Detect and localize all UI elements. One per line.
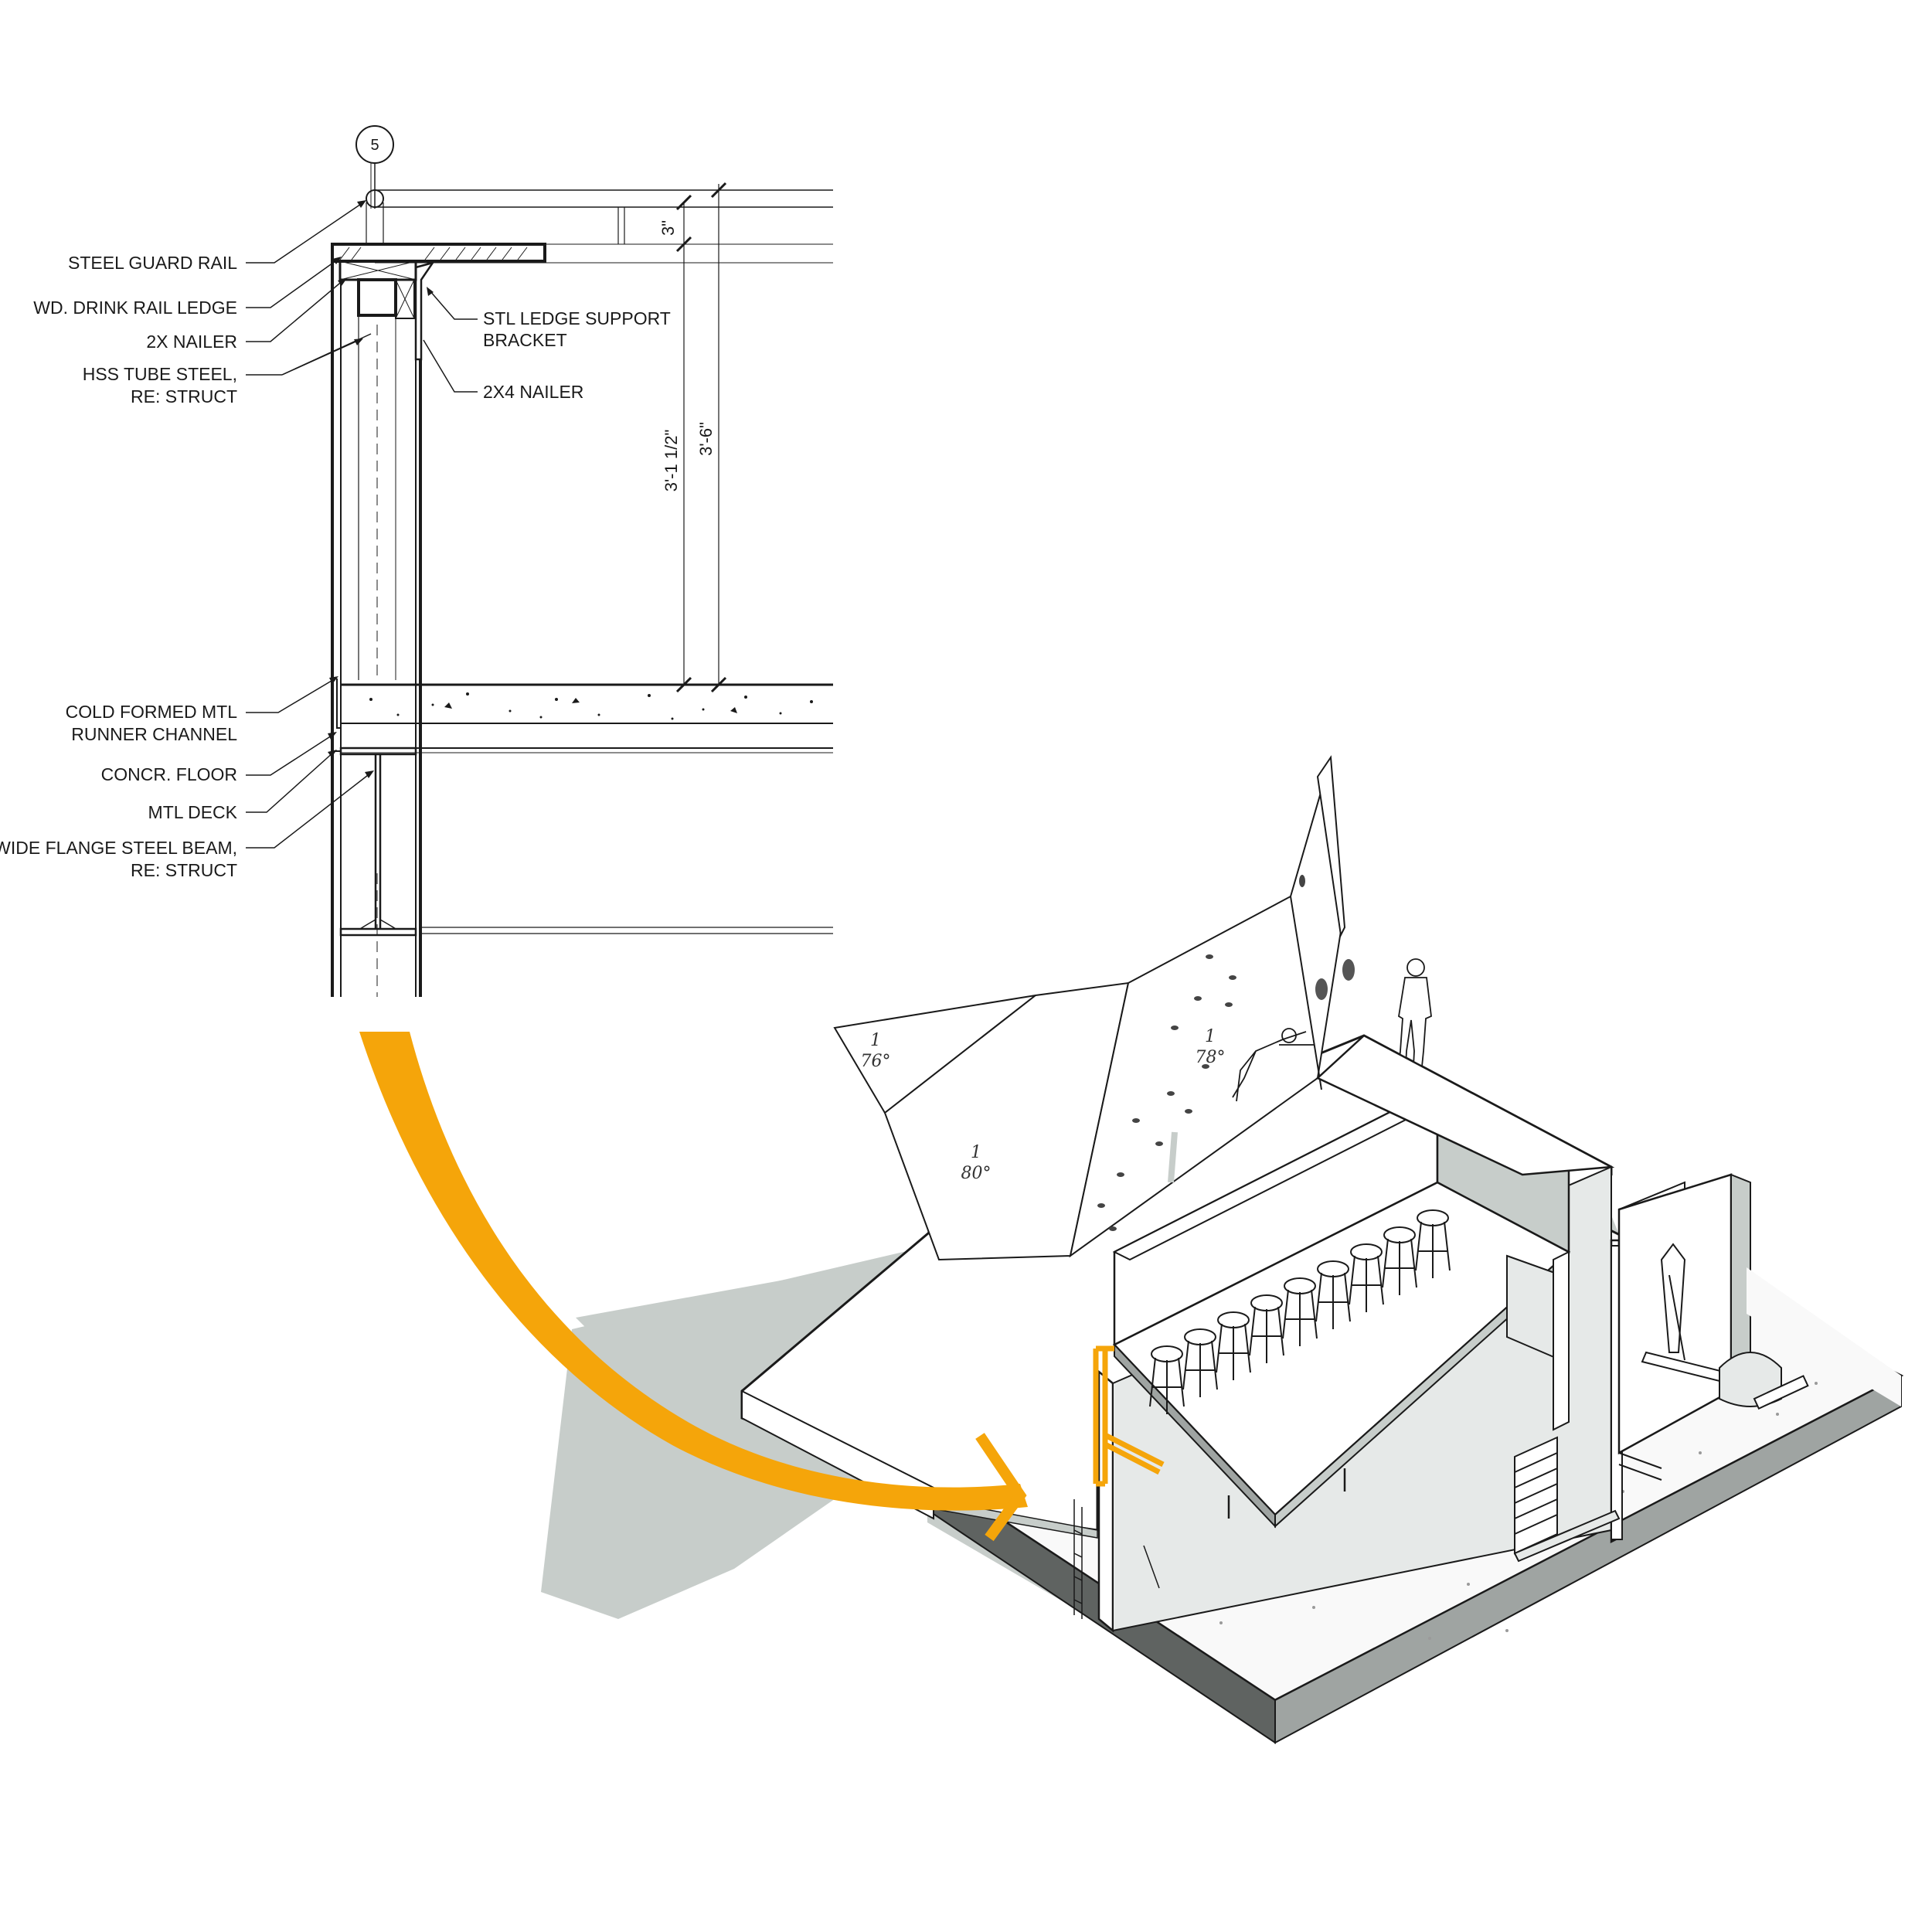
callout-beam-line2: RE: STRUCT bbox=[131, 860, 237, 880]
stool bbox=[1349, 1243, 1384, 1312]
leader-lines-right bbox=[423, 290, 478, 393]
stool bbox=[1282, 1277, 1318, 1346]
callout-guard-rail: STEEL GUARD RAIL bbox=[68, 253, 237, 273]
callout-2x4-nailer: 2X4 NAILER bbox=[483, 382, 583, 402]
gym-zone bbox=[1617, 1173, 1901, 1455]
callout-runner-line1: COLD FORMED MTL bbox=[66, 702, 238, 722]
leader-arrowheads-right bbox=[427, 287, 434, 296]
callout-runner-line2: RUNNER CHANNEL bbox=[71, 724, 237, 744]
leader-arrowheads-left bbox=[328, 200, 374, 778]
panel-2-angle: 80° bbox=[961, 1164, 992, 1183]
grid-bubble-5: 5 bbox=[355, 125, 394, 209]
callout-2x-nailer: 2X NAILER bbox=[146, 332, 237, 352]
leader-lines-left bbox=[246, 202, 372, 849]
concrete-floor-slab bbox=[341, 683, 833, 753]
callouts-left: STEEL GUARD RAIL WD. DRINK RAIL LEDGE 2X… bbox=[0, 253, 238, 880]
wall-assembly bbox=[331, 261, 422, 997]
callout-arrow bbox=[359, 1032, 1028, 1542]
stool bbox=[1382, 1226, 1417, 1295]
panel-angle-labels: 1 76° 1 80° 1 78° bbox=[861, 1027, 1226, 1183]
ledge-support-bracket bbox=[414, 260, 435, 361]
wood-drink-rail-ledge bbox=[331, 243, 546, 263]
stool bbox=[1249, 1294, 1284, 1363]
nailer-2x bbox=[338, 260, 417, 281]
panel-3-angle: 78° bbox=[1196, 1048, 1226, 1067]
panel-2-ratio: 1 bbox=[971, 1143, 981, 1162]
callout-beam-line1: WIDE FLANGE STEEL BEAM, bbox=[0, 838, 237, 858]
dimension-rail-height: 3'-6" bbox=[696, 422, 716, 456]
stool bbox=[1415, 1209, 1451, 1278]
axonometric-view: 1 76° 1 80° 1 78° bbox=[541, 755, 1904, 1744]
stool bbox=[1149, 1345, 1185, 1414]
stool bbox=[1315, 1260, 1351, 1329]
wall-section-detail: 5 bbox=[246, 125, 833, 997]
hss-tube-steel bbox=[357, 278, 415, 319]
section-highlight bbox=[1093, 1345, 1165, 1487]
wide-flange-steel-beam bbox=[339, 747, 833, 937]
grid-label: 5 bbox=[370, 137, 379, 154]
callouts-right: STL LEDGE SUPPORT BRACKET 2X4 NAILER bbox=[483, 308, 671, 402]
climbing-wall bbox=[833, 755, 1355, 1261]
panel-1-ratio: 1 bbox=[870, 1031, 881, 1050]
callout-hss-line2: RE: STRUCT bbox=[131, 386, 237, 406]
callout-bracket-line2: BRACKET bbox=[483, 330, 567, 350]
dimension-lines bbox=[675, 182, 727, 693]
dimension-top: 3" bbox=[658, 220, 678, 236]
stool bbox=[1216, 1311, 1251, 1380]
climber-figure bbox=[1232, 1028, 1314, 1102]
climbing-floor-edge bbox=[1315, 1034, 1615, 1176]
stair bbox=[1513, 1436, 1662, 1563]
rowing-machine bbox=[1719, 1352, 1809, 1410]
dimension-ledge-height: 3'-1 1/2" bbox=[662, 430, 681, 492]
bar-stools bbox=[1149, 1209, 1451, 1414]
callout-bracket-line1: STL LEDGE SUPPORT bbox=[483, 308, 671, 328]
human-figures bbox=[1232, 958, 1432, 1102]
callout-drink-rail: WD. DRINK RAIL LEDGE bbox=[33, 298, 237, 318]
callout-concrete-floor: CONCR. FLOOR bbox=[101, 764, 237, 784]
steel-guard-rail bbox=[366, 189, 833, 264]
callout-metal-deck: MTL DECK bbox=[148, 802, 238, 822]
panel-1-angle: 76° bbox=[861, 1052, 891, 1071]
standing-person bbox=[1396, 958, 1432, 1083]
callout-hss-line1: HSS TUBE STEEL, bbox=[83, 364, 237, 384]
panel-3-ratio: 1 bbox=[1205, 1027, 1216, 1046]
climbing-holds bbox=[1097, 875, 1355, 1231]
stool bbox=[1182, 1328, 1218, 1397]
